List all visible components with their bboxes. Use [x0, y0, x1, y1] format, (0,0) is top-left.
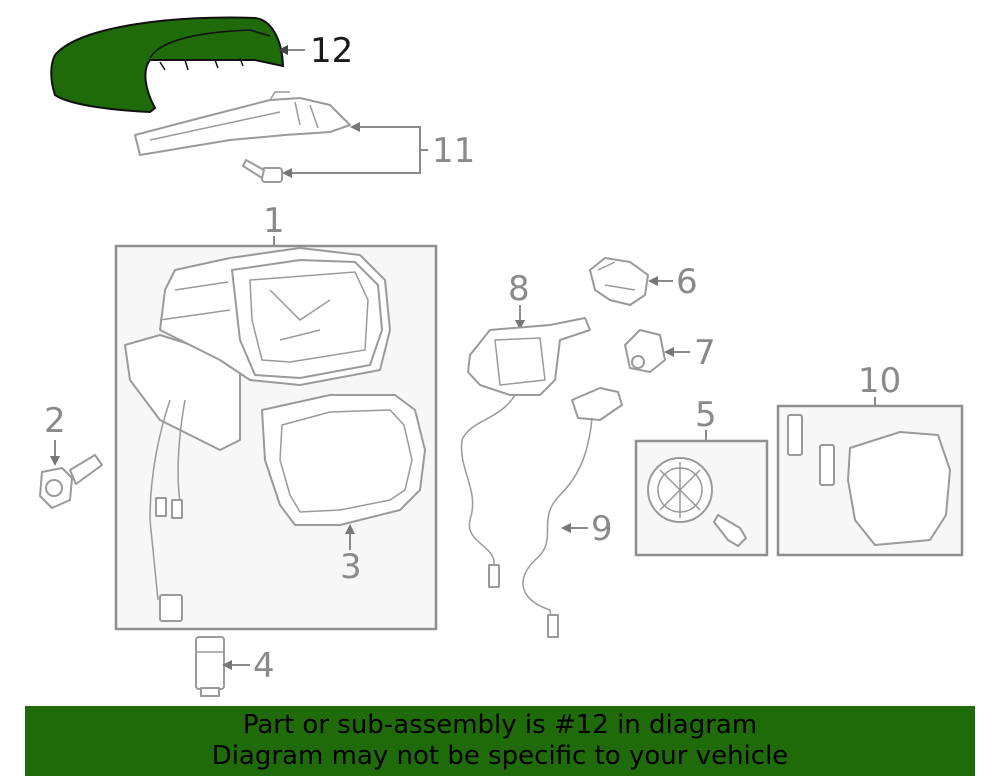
- part-12-mirror-cap[interactable]: [50, 16, 285, 114]
- callout-10: 10: [858, 361, 901, 401]
- callout-8: 8: [508, 269, 530, 309]
- arrow-11b: [282, 168, 292, 178]
- part-8-bracket[interactable]: [460, 317, 591, 588]
- part-7-lamp[interactable]: [624, 329, 666, 373]
- part-10-glass[interactable]: [787, 414, 951, 546]
- callout-3: 3: [340, 547, 362, 587]
- callout-5: 5: [695, 395, 717, 435]
- arrow-8: [515, 320, 525, 330]
- arrow-3: [345, 524, 355, 534]
- notice-banner: Part or sub-assembly is #12 in diagram D…: [25, 706, 975, 776]
- part-2-bolt[interactable]: [39, 454, 103, 509]
- part-3-mirror-glass[interactable]: [261, 394, 426, 526]
- part-11-turn-signal[interactable]: [134, 91, 351, 156]
- part-4-connector[interactable]: [195, 636, 225, 697]
- part-6-camera[interactable]: [589, 257, 649, 306]
- callout-1: 1: [263, 201, 285, 241]
- callout-12: 12: [310, 31, 353, 71]
- part-5-actuator[interactable]: [647, 457, 747, 547]
- callout-6: 6: [676, 262, 698, 302]
- callout-2: 2: [44, 401, 66, 441]
- callout-7: 7: [694, 333, 716, 373]
- arrow-2: [50, 456, 60, 466]
- arrow-11a: [350, 122, 360, 132]
- callout-9: 9: [591, 509, 613, 549]
- banner-line-2: Diagram may not be specific to your vehi…: [211, 741, 789, 771]
- callout-11: 11: [432, 131, 475, 171]
- arrow-4: [222, 660, 232, 670]
- arrow-9: [561, 523, 571, 533]
- part-1-mirror-assembly[interactable]: [124, 247, 391, 622]
- part-11-screw[interactable]: [242, 159, 283, 183]
- leader-11: [285, 126, 428, 174]
- arrow-7: [664, 347, 674, 357]
- part-9-harness[interactable]: [522, 387, 623, 638]
- banner-line-1: Part or sub-assembly is #12 in diagram: [242, 710, 758, 740]
- arrow-6: [648, 276, 658, 286]
- callout-4: 4: [253, 646, 275, 686]
- arrow-12: [278, 45, 288, 55]
